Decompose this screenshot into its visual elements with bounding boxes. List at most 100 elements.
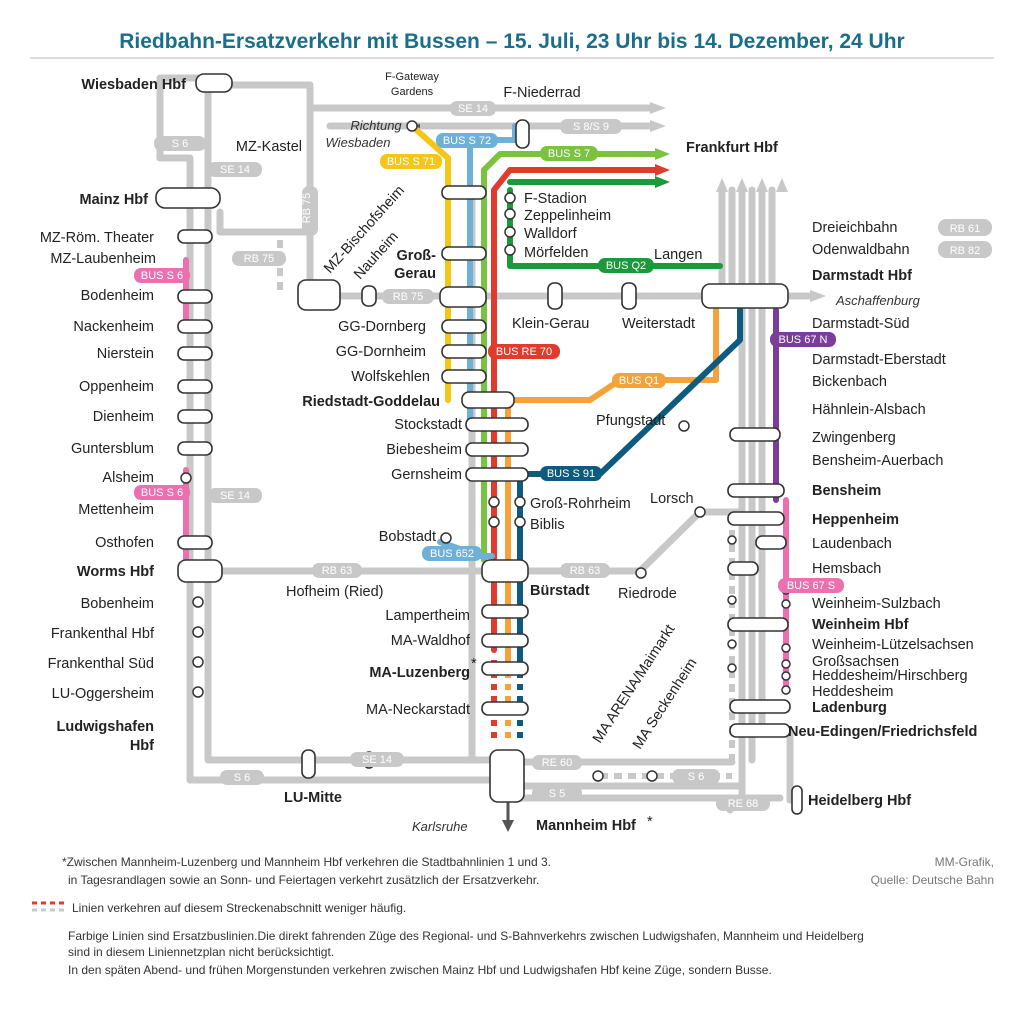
- label-wolfskehlen: Wolfskehlen: [351, 369, 430, 385]
- label-heppenheim: Heppenheim: [812, 512, 899, 528]
- label-oppenheim: Oppenheim: [79, 379, 154, 395]
- label-stockstadt: Stockstadt: [394, 417, 462, 433]
- station-circles: [180, 120, 791, 782]
- label-bus_s6_1: BUS S 6: [141, 270, 183, 282]
- label-bickenbach: Bickenbach: [812, 374, 887, 390]
- label-se14_mid: SE 14: [220, 490, 250, 502]
- label-biebesheim: Biebesheim: [386, 442, 462, 458]
- label-grosssachsen: Großsachsen: [812, 654, 899, 670]
- label-nierstein: Nierstein: [97, 346, 154, 362]
- station-markers: [155, 73, 803, 815]
- label-credit2: Quelle: Deutsche Bahn: [871, 873, 994, 887]
- label-maluzenberg: MA-Luzenberg: [369, 665, 470, 681]
- label-n3c: In den späten Abend- und frühen Morgenst…: [68, 963, 772, 977]
- label-lorsch: Lorsch: [650, 491, 694, 507]
- label-maneckar: MA-Neckarstadt: [366, 702, 470, 718]
- label-worms: Worms Hbf: [77, 564, 154, 580]
- label-riedrode: Riedrode: [618, 586, 677, 602]
- label-grossrohrheim: Groß-Rohrheim: [530, 496, 631, 512]
- label-alsheim: Alsheim: [102, 470, 154, 486]
- label-osthofen: Osthofen: [95, 535, 154, 551]
- label-se14_left: SE 14: [220, 164, 250, 176]
- label-heidelberg: Heidelberg Hbf: [808, 793, 911, 809]
- label-pfungstadt: Pfungstadt: [596, 413, 665, 429]
- label-richtung2: Wiesbaden: [326, 135, 391, 150]
- label-biblis: Biblis: [530, 517, 565, 533]
- label-mettenheim: Mettenheim: [78, 502, 154, 518]
- label-mzlauben: MZ-Laubenheim: [50, 251, 156, 267]
- label-mzkastel: MZ-Kastel: [236, 139, 302, 155]
- label-s6_top: S 6: [172, 138, 189, 150]
- label-bensheim: Bensheim: [812, 483, 881, 499]
- label-n3b: sind in diesem Liniennetzplan nicht berü…: [68, 945, 334, 959]
- label-dasued: Darmstadt-Süd: [812, 316, 910, 332]
- map-title: Riedbahn-Ersatzverkehr mit Bussen – 15. …: [119, 30, 904, 53]
- label-bus_s71: BUS S 71: [387, 156, 435, 168]
- label-rb63_r: RB 63: [570, 565, 601, 577]
- label-frankenthalsued: Frankenthal Süd: [48, 656, 154, 672]
- label-bobstadt: Bobstadt: [379, 529, 436, 545]
- label-darmstadt: Darmstadt Hbf: [812, 268, 912, 284]
- line-label-pills: SE 14 S 8/S 9 S 6 SE 14 RB 75 RB 75 RB 7…: [134, 101, 992, 811]
- label-weiterstadt: Weiterstadt: [622, 316, 695, 332]
- label-ggdornberg: GG-Dornberg: [338, 319, 426, 335]
- label-dreieich: Dreieichbahn: [812, 220, 897, 236]
- label-weinheimsulz: Weinheim-Sulzbach: [812, 596, 941, 612]
- label-s6_bot: S 6: [234, 772, 251, 784]
- label-richtung1: Richtung: [350, 118, 402, 133]
- label-aschaffenburg: Aschaffenburg: [835, 293, 921, 308]
- label-fgateway1: F-Gateway: [385, 71, 439, 83]
- label-kleingerau: Klein-Gerau: [512, 316, 589, 332]
- label-re60: RE 60: [542, 757, 573, 769]
- label-bodenheim: Bodenheim: [81, 288, 154, 304]
- label-mannheim: Mannheim Hbf: [536, 818, 636, 834]
- label-bus_q2: BUS Q2: [606, 260, 646, 272]
- label-daeber: Darmstadt-Eberstadt: [812, 352, 946, 368]
- label-gross1: Groß-: [397, 248, 437, 264]
- label-haehnlein: Hähnlein-Alsbach: [812, 402, 926, 418]
- label-bus_re70: BUS RE 70: [496, 346, 552, 358]
- label-rb75_h: RB 75: [393, 291, 424, 303]
- label-mzroem: MZ-Röm. Theater: [40, 230, 154, 246]
- label-mawaldhof: MA-Waldhof: [391, 633, 471, 649]
- label-frankenthal: Frankenthal Hbf: [51, 626, 155, 642]
- label-laudenbach: Laudenbach: [812, 536, 892, 552]
- label-gernsheim: Gernsheim: [391, 467, 462, 483]
- label-bus_67n: BUS 67 N: [779, 334, 828, 346]
- label-heddesheim: Heddesheim: [812, 684, 893, 700]
- label-lampertheim: Lampertheim: [385, 608, 470, 624]
- label-s8s9: S 8/S 9: [573, 121, 609, 133]
- label-karlsruhe: Karlsruhe: [412, 819, 468, 834]
- label-ludwigshafen1: Ludwigshafen: [57, 719, 154, 735]
- label-ggdornheim: GG-Dornheim: [336, 344, 426, 360]
- label-zeppelinheim: Zeppelinheim: [524, 208, 611, 224]
- label-se14_top: SE 14: [458, 103, 488, 115]
- label-rb75_v: RB 75: [301, 193, 313, 224]
- label-gerau1: Gerau: [394, 266, 436, 282]
- direction-arrows: [502, 102, 826, 832]
- label-buerstadt: Bürstadt: [530, 583, 590, 599]
- label-bus_s7: BUS S 7: [548, 148, 590, 160]
- label-bus_s72: BUS S 72: [443, 135, 491, 147]
- label-maarena: MA ARENA/Maimarkt: [590, 622, 678, 746]
- label-zwingenberg: Zwingenberg: [812, 430, 896, 446]
- label-rb63_l: RB 63: [322, 565, 353, 577]
- label-mainz: Mainz Hbf: [80, 192, 149, 208]
- label-langen: Langen: [654, 247, 702, 263]
- label-rb75_left: RB 75: [244, 253, 275, 265]
- label-guntersblum: Guntersblum: [71, 441, 154, 457]
- label-credit1: MM-Grafik,: [935, 855, 994, 869]
- label-maluzstar: *: [471, 656, 477, 672]
- label-bus_67s: BUS 67 S: [787, 580, 835, 592]
- label-n1b: in Tagesrandlagen sowie an Sonn- und Fei…: [68, 873, 539, 887]
- label-lumitte: LU-Mitte: [284, 790, 342, 806]
- label-hofheim: Hofheim (Ried): [286, 584, 384, 600]
- label-se14_bot: SE 14: [362, 754, 392, 766]
- label-rb82: RB 82: [950, 245, 981, 257]
- label-s5: S 5: [549, 788, 566, 800]
- label-moerfelden: Mörfelden: [524, 245, 588, 261]
- label-ladenburg: Ladenburg: [812, 700, 887, 716]
- label-heddesheimhirsch: Heddesheim/Hirschberg: [812, 668, 968, 684]
- label-bus_q1: BUS Q1: [619, 375, 659, 387]
